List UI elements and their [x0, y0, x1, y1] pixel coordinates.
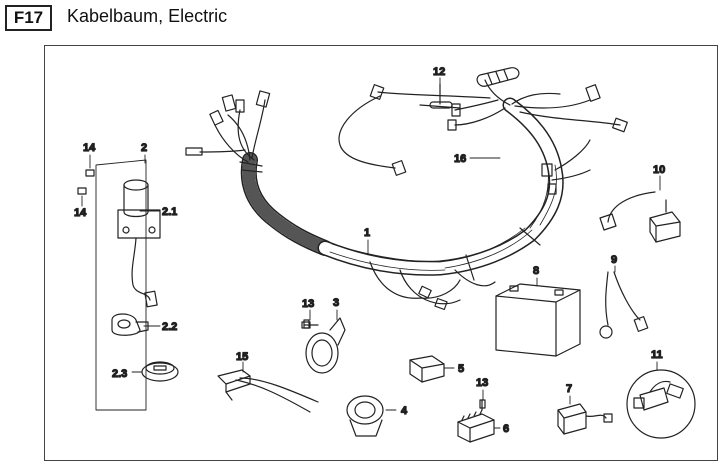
battery-drawing [495, 283, 581, 357]
callout-8: 8 [533, 265, 539, 277]
callout-2-1: 2.1 [162, 206, 177, 218]
callout-14-b: 14 [74, 207, 87, 219]
callout-10: 10 [653, 164, 665, 176]
figure-title: Kabelbaum, Electric [67, 6, 228, 26]
callout-2: 2 [141, 142, 147, 154]
part-11-drawing [626, 369, 696, 439]
callout-6: 6 [503, 423, 509, 435]
callout-7: 7 [566, 383, 572, 395]
callout-15: 15 [236, 351, 248, 363]
diagram-frame [44, 45, 718, 461]
callout-2-2: 2.2 [162, 321, 177, 333]
part-6-drawing [457, 399, 495, 443]
callout-5: 5 [458, 363, 464, 375]
callout-3: 3 [333, 297, 339, 309]
callout-4: 4 [401, 405, 408, 417]
ignition-switch-drawing [77, 159, 179, 411]
callout-2-3: 2.3 [112, 368, 127, 380]
screws-13-drawing [303, 319, 486, 409]
figure-code: F17 [5, 5, 52, 31]
part-7-drawing [557, 403, 613, 435]
callout-12: 12 [433, 66, 445, 78]
part-15-drawing [217, 369, 319, 413]
callout-1: 1 [364, 227, 370, 239]
part-4-drawing [346, 395, 384, 437]
main-harness-drawing [185, 67, 628, 311]
callout-14-a: 14 [83, 142, 96, 154]
ignition-coil-drawing [599, 191, 681, 243]
callout-13-a: 13 [302, 298, 314, 310]
callout-9: 9 [611, 254, 617, 266]
horn-drawing [301, 317, 346, 374]
leader-lines [81, 77, 661, 429]
callout-11: 11 [651, 349, 663, 361]
callout-13-b: 13 [476, 377, 488, 389]
part-5-drawing [409, 355, 445, 383]
part-9-drawing [599, 271, 649, 339]
callout-16: 16 [454, 153, 466, 165]
